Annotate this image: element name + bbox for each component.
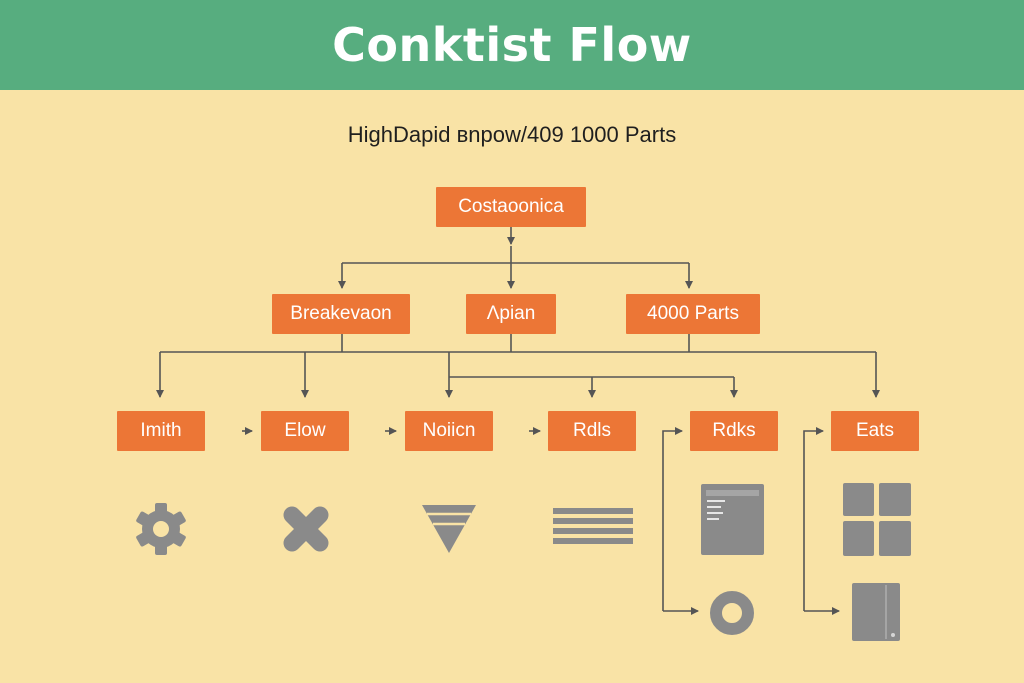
cross-icon [283, 506, 329, 552]
node-level3-2: Elow [261, 411, 349, 451]
node-level2-1: Breakevaon [272, 294, 410, 334]
subtitle: HighDapid вnpow/409 1000 Parts [347, 122, 677, 147]
tablet-icon [852, 583, 900, 641]
node-level3-5: Rdks [690, 411, 778, 451]
document-icon [701, 484, 764, 555]
header-bar: Conktist Flow [0, 0, 1024, 90]
gear-icon [136, 503, 186, 555]
node-level2-3: 4000 Parts [626, 294, 760, 334]
funnel-icon [422, 505, 476, 553]
node-level3-3: Noiicn [405, 411, 493, 451]
stacked-bars-icon [553, 508, 633, 544]
node-level2-2: Ʌpian [466, 294, 556, 334]
grid-icon [843, 483, 911, 556]
ring-icon [710, 591, 754, 635]
node-level3-1: Imith [117, 411, 205, 451]
node-root: Costaoonica [436, 187, 586, 227]
node-level3-4: Rdls [548, 411, 636, 451]
node-level3-6: Eats [831, 411, 919, 451]
page-title: Conktist Flow [332, 18, 692, 72]
